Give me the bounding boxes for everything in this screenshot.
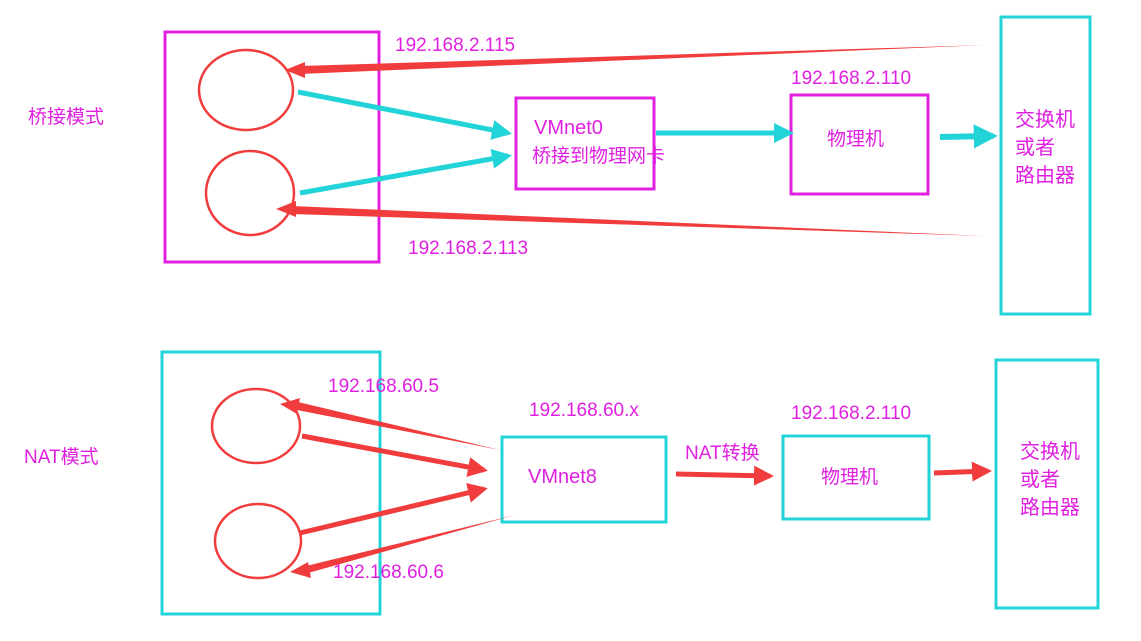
bridge-arrow-switch-to-vm-top <box>300 45 985 74</box>
bridge-vm-container <box>163 30 381 264</box>
bridge-vmnet0-name: VMnet0 <box>534 117 603 139</box>
nat-arrow-vmnet8-to-vm-bottom <box>306 515 515 573</box>
nat-vmnet8-name: VMnet8 <box>528 466 597 488</box>
nat-convert-label: NAT转换 <box>685 443 760 464</box>
bridge-ip-top: 192.168.2.115 <box>395 35 516 56</box>
bridge-arrow-switch-to-vm-bottom <box>292 206 985 236</box>
bridge-vm-top <box>197 48 295 132</box>
nat-vm-bottom <box>213 502 303 580</box>
nat-arrowhead-vm-top <box>280 398 300 414</box>
nat-arrow-vmnet8-to-host <box>675 465 774 486</box>
bridge-vm-bottom <box>204 149 296 237</box>
bridge-arrow-vm-top-to-vmnet0 <box>297 89 512 140</box>
bridge-arrow-vm-bottom-to-vmnet0 <box>299 148 512 196</box>
nat-switch-line3: 路由器 <box>1020 497 1080 519</box>
nat-arrow-vmnet8-to-vm-top <box>297 402 500 450</box>
bridge-vmnet0-desc: 桥接到物理网卡 <box>532 146 666 167</box>
nat-vm-top <box>210 387 302 465</box>
bridge-switch-line2: 或者 <box>1015 137 1055 159</box>
bridge-host-box <box>789 93 930 196</box>
nat-host-box <box>781 434 931 521</box>
bridge-arrow-host-to-switch <box>939 124 998 149</box>
nat-arrow-vm-top-to-vmnet8 <box>301 433 488 477</box>
bridge-switch-line3: 路由器 <box>1015 165 1075 187</box>
bridge-switch-box <box>999 15 1092 316</box>
nat-switch-label: 交换机 或者 路由器 <box>1020 438 1080 522</box>
nat-switch-line2: 或者 <box>1020 469 1060 491</box>
bridge-vmnet0-box <box>514 96 656 191</box>
bridge-switch-label: 交换机 或者 路由器 <box>1015 106 1075 190</box>
nat-mode-label: NAT模式 <box>24 447 99 468</box>
nat-arrow-vm-bottom-to-vmnet8 <box>299 482 488 536</box>
bridge-switch-line1: 交换机 <box>1015 109 1075 131</box>
nat-ip-top: 192.168.60.5 <box>328 376 439 397</box>
nat-switch-box <box>994 358 1100 610</box>
bridge-host-ip: 192.168.2.110 <box>791 68 912 89</box>
nat-switch-line1: 交换机 <box>1020 441 1080 463</box>
nat-arrowhead-vm-bottom <box>290 562 311 578</box>
nat-ip-bottom: 192.168.60.6 <box>333 562 444 583</box>
bridge-ip-bottom: 192.168.2.113 <box>408 238 529 259</box>
nat-vmnet8-box <box>500 435 668 524</box>
nat-vmnet8-ip: 192.168.60.x <box>529 400 639 421</box>
nat-host-ip: 192.168.2.110 <box>791 403 912 424</box>
nat-host-label: 物理机 <box>821 467 879 488</box>
bridge-mode-label: 桥接模式 <box>28 107 105 128</box>
bridge-arrowhead-vm-bottom <box>276 201 296 217</box>
nat-arrow-host-to-switch <box>933 461 992 482</box>
bridge-host-label: 物理机 <box>827 129 885 150</box>
nat-vm-container <box>160 350 382 616</box>
bridge-arrowhead-vm-top <box>285 62 305 78</box>
